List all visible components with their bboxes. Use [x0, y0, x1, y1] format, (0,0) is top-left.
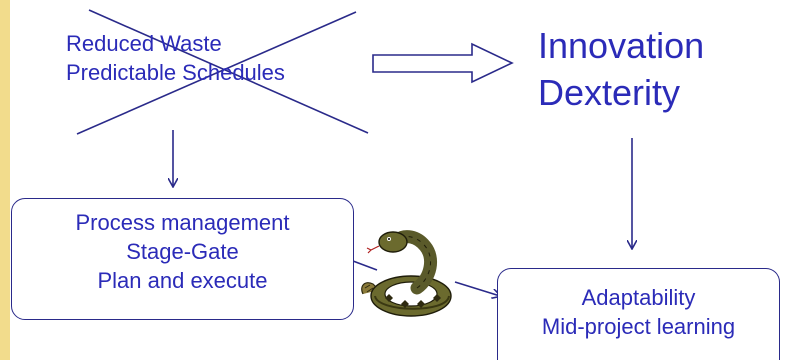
process-management-box: Process management Stage-Gate Plan and e… [11, 198, 354, 320]
crossed-out-goals: Reduced Waste Predictable Schedules [66, 29, 285, 87]
adaptability-box: Adaptability Mid-project learning [497, 268, 780, 360]
cross-line-2 [76, 11, 357, 135]
crossed-out-line-1: Reduced Waste [66, 31, 222, 56]
new-goals: Innovation Dexterity [538, 22, 704, 116]
adapt-line-2: Mid-project learning [541, 314, 736, 339]
arrow-snake-to-adapt [454, 281, 500, 296]
goal-line-2: Dexterity [538, 72, 681, 113]
crossed-out-line-2: Predictable Schedules [66, 60, 285, 85]
cross-line-1 [88, 9, 369, 134]
process-line-2: Stage-Gate [126, 239, 239, 264]
goal-line-1: Innovation [538, 25, 705, 66]
adapt-line-1: Adaptability [581, 285, 696, 310]
process-line-3: Plan and execute [97, 268, 268, 293]
left-accent-bar [0, 0, 10, 360]
process-line-1: Process management [75, 210, 290, 235]
rattlesnake-clipart-icon [361, 230, 452, 317]
block-right-arrow-icon [372, 42, 514, 84]
